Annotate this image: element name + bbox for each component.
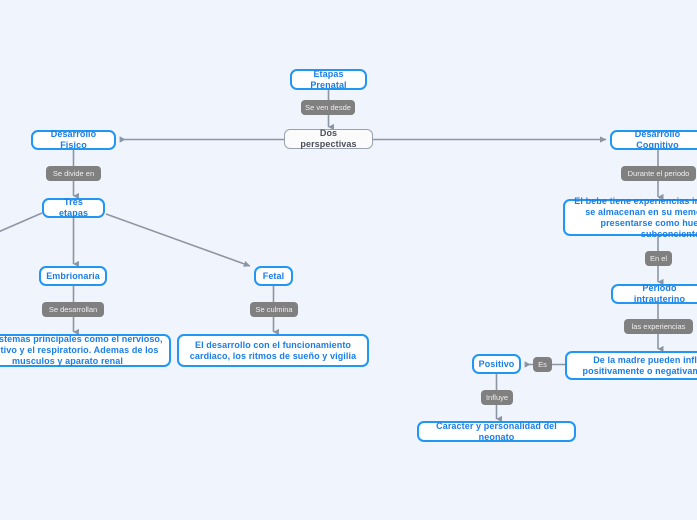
node-desarrollo-cardiaco[interactable]: El desarrollo con el funcionamiento card… [177, 334, 369, 367]
node-etapas-prenatal[interactable]: Etapas Prenatal [290, 69, 367, 90]
connector-label-se-culmina[interactable]: Se culmina [250, 302, 298, 317]
connector-label-las-experiencias[interactable]: las experiencias [624, 319, 693, 334]
node-desarrollo-cognitivo[interactable]: Desarrollo Cognitivo [610, 129, 697, 150]
edge-tresetapas-fetal [105, 213, 251, 267]
node-madre-influir[interactable]: De la madre pueden influir positivamente… [565, 351, 697, 380]
node-dos-perspectivas[interactable]: Dos perspectivas [284, 128, 373, 149]
connector-label-en-el[interactable]: En el [645, 251, 672, 266]
node-fetal[interactable]: Fetal [254, 266, 293, 286]
connector-label-es[interactable]: Es [533, 357, 552, 372]
node-tres-etapas[interactable]: Tres etapas [42, 197, 105, 218]
connector-label-se-ven-desde[interactable]: Se ven desde [301, 100, 355, 115]
node-embrionaria[interactable]: Embrionaria [39, 266, 107, 286]
node-positivo[interactable]: Positivo [472, 354, 521, 374]
node-periodo-intrauterino[interactable]: Periodo intrauterino [611, 283, 697, 304]
connector-label-durante-el-periodo[interactable]: Durante el periodo [621, 166, 696, 181]
node-caracter-personalidad[interactable]: Caracter y personalidad del neonato [417, 421, 576, 442]
connector-label-se-divide-en[interactable]: Se divide en [46, 166, 101, 181]
edge-tresetapas-germinal [0, 212, 43, 233]
connector-label-influye[interactable]: Influye [481, 390, 513, 405]
node-sistemas-principales[interactable]: Los sistemas principales como el nervios… [0, 334, 171, 367]
node-desarrollo-fisico[interactable]: Desarrollo Fisico [31, 129, 116, 150]
connector-label-se-desarrollan[interactable]: Se desarrollan [42, 302, 104, 317]
node-bebe-experiencias[interactable]: El bebe tiene experiencias intrauterinas… [563, 196, 697, 239]
